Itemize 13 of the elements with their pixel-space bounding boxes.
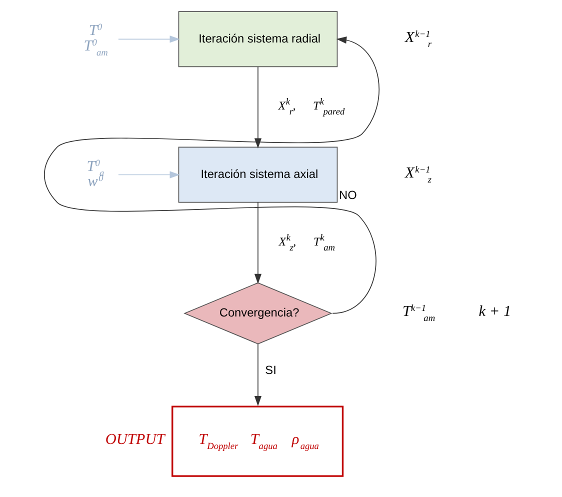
edge-label: NO bbox=[338, 188, 356, 202]
arrow bbox=[254, 202, 262, 284]
node-diamond: Convergencia? bbox=[183, 282, 332, 344]
node-label: OUTPUT bbox=[104, 431, 164, 448]
arrow bbox=[118, 36, 180, 43]
label: k + 1 bbox=[478, 303, 511, 320]
arrow bbox=[254, 344, 262, 406]
node-box: Iteración sistema axial bbox=[178, 146, 338, 203]
arrow bbox=[43, 36, 379, 314]
node-box: Iteración sistema radial bbox=[178, 11, 338, 68]
arrow bbox=[118, 171, 180, 178]
node-box: T$_{Doppler}$ T$_{agua}$ ρ$_{agua}$ bbox=[171, 406, 344, 477]
edge-label: SI bbox=[264, 363, 276, 378]
